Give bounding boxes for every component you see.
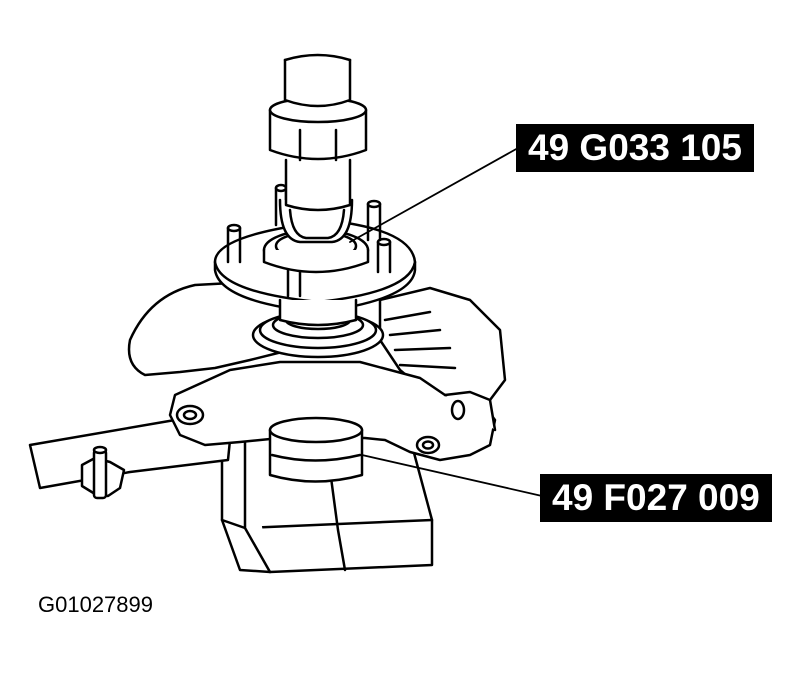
callout-tool-49-f027-009: 49 F027 009 bbox=[540, 474, 772, 522]
lower-arm bbox=[28, 418, 232, 500]
lower-attachment-tool bbox=[268, 416, 364, 483]
figure-id: G01027899 bbox=[38, 592, 153, 617]
steering-knuckle bbox=[168, 360, 497, 462]
press-ram bbox=[268, 53, 368, 212]
callout-tool-49-g033-105: 49 G033 105 bbox=[516, 124, 754, 172]
leader-line-bottom bbox=[361, 454, 543, 497]
leader-lines bbox=[349, 147, 543, 497]
upper-attachment-tool bbox=[262, 198, 370, 274]
leader-line-top bbox=[349, 147, 519, 243]
